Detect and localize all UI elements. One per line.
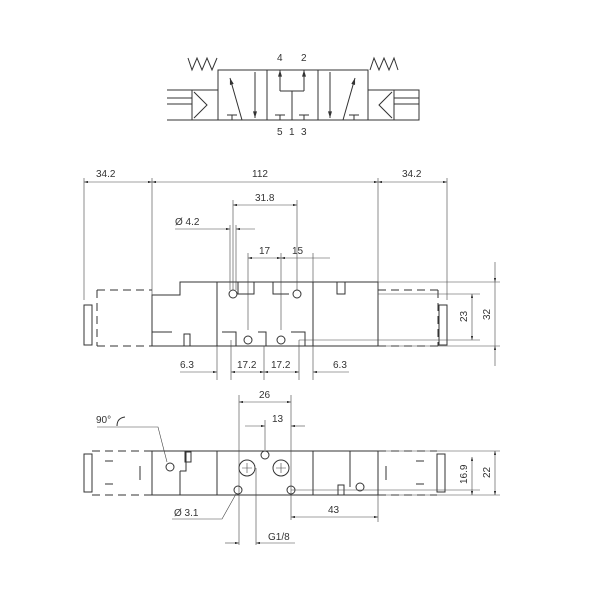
dim-height-23: 23 bbox=[459, 310, 470, 322]
dim-offset-17: 17 bbox=[259, 246, 271, 257]
dim-port-spacing: 26 bbox=[259, 390, 271, 401]
dim-bottom-pitch-a: 17.2 bbox=[237, 360, 257, 371]
dim-hole-pitch: 31.8 bbox=[255, 193, 275, 204]
dim-mount-hole: Ø 3.1 bbox=[174, 508, 199, 519]
dim-left-length: 34.2 bbox=[96, 169, 116, 180]
dim-right-length: 34.2 bbox=[402, 169, 422, 180]
port-5: 5 bbox=[277, 127, 283, 138]
pneumatic-symbol: 4 2 5 1 3 bbox=[167, 53, 420, 138]
dim-bottom-pitch-b: 17.2 bbox=[271, 360, 291, 371]
dim-height-32: 32 bbox=[482, 308, 493, 320]
bottom-view: 90° 26 13 Ø 3.1 G1/8 43 16.9 22 bbox=[83, 390, 500, 545]
dim-mount-distance: 43 bbox=[328, 505, 340, 516]
dim-bottom-right: 6.3 bbox=[333, 360, 347, 371]
front-view: 34.2 112 34.2 31.8 Ø 4.2 17 15 6.3 17.2 … bbox=[83, 169, 500, 380]
dim-width-22: 22 bbox=[482, 466, 493, 478]
rotate-arrow-icon bbox=[116, 416, 126, 427]
rotation-label: 90° bbox=[96, 415, 111, 426]
dim-hole-diameter: Ø 4.2 bbox=[175, 217, 200, 228]
port-4: 4 bbox=[277, 53, 283, 64]
port-3: 3 bbox=[301, 127, 307, 138]
thread-size: G1/8 bbox=[268, 532, 290, 543]
dim-offset-15: 15 bbox=[292, 246, 304, 257]
dim-width-16-9: 16.9 bbox=[459, 464, 470, 484]
port-1: 1 bbox=[289, 127, 295, 138]
dim-bottom-left: 6.3 bbox=[180, 360, 194, 371]
port-2: 2 bbox=[301, 53, 307, 64]
dim-port-offset: 13 bbox=[272, 414, 284, 425]
dim-body-length: 112 bbox=[252, 169, 268, 180]
